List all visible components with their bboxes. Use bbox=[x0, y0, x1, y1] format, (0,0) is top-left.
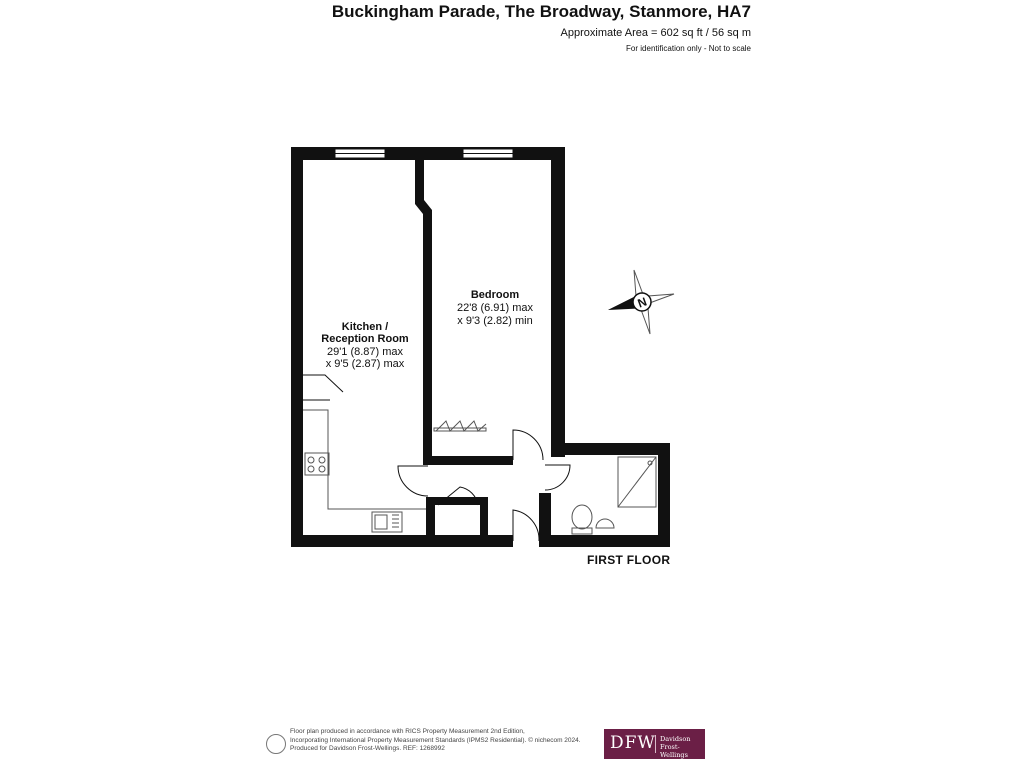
logo-name-2: Frost-Wellings bbox=[660, 743, 688, 759]
wall-bottom-left bbox=[291, 535, 513, 547]
wall-bedroom-bottom bbox=[423, 456, 513, 465]
wall-left bbox=[291, 147, 303, 547]
floor-label: FIRST FLOOR bbox=[587, 553, 671, 567]
info-person-icon bbox=[266, 734, 286, 754]
kitchen-units bbox=[303, 409, 426, 533]
footer-note: Floor plan produced in accordance with R… bbox=[290, 728, 590, 754]
wall-bathroom-right bbox=[658, 443, 670, 547]
footer-line-3: Produced for Davidson Frost-Wellings. RE… bbox=[290, 745, 445, 752]
logo-name-1: Davidson bbox=[660, 735, 691, 743]
kitchen-name-1: Kitchen / bbox=[342, 321, 388, 333]
door-bathroom bbox=[544, 464, 571, 491]
wall-right-bedroom bbox=[551, 147, 565, 457]
doors bbox=[303, 374, 571, 542]
wall-bottom-right bbox=[539, 535, 670, 547]
kitchen-dim-1: 29'1 (8.87) max bbox=[327, 346, 404, 358]
door-cupboard bbox=[437, 486, 479, 506]
hob-icon bbox=[304, 452, 330, 476]
door-bedroom bbox=[512, 429, 544, 461]
bedroom-dim-1: 22'8 (6.91) max bbox=[457, 302, 534, 314]
wall-cupboard-left bbox=[426, 497, 435, 537]
scale-note: For identification only - Not to scale bbox=[626, 44, 751, 53]
page-title: Buckingham Parade, The Broadway, Stanmor… bbox=[331, 2, 751, 21]
wall-top bbox=[291, 147, 565, 160]
compass-icon: N bbox=[608, 269, 675, 335]
kitchen-dim-2: x 9'5 (2.87) max bbox=[326, 358, 405, 370]
bedroom-name: Bedroom bbox=[471, 289, 520, 301]
wall-bathroom-top bbox=[551, 443, 670, 455]
approximate-area: Approximate Area = 602 sq ft / 56 sq m bbox=[560, 27, 751, 39]
wall-bathroom-left bbox=[539, 493, 551, 547]
windows bbox=[334, 148, 514, 159]
shower-icon bbox=[617, 456, 657, 508]
door-kitchen-cupboard bbox=[303, 374, 344, 401]
footer-line-1: Floor plan produced in accordance with R… bbox=[290, 728, 525, 735]
logo-name: Davidson Frost-Wellings bbox=[660, 735, 704, 759]
sink-icon bbox=[371, 511, 403, 533]
door-kitchen bbox=[397, 465, 429, 497]
door-entrance bbox=[512, 509, 540, 542]
logo-mark: DFW bbox=[610, 733, 656, 753]
wall-partition bbox=[415, 160, 432, 460]
kitchen-name-2: Reception Room bbox=[321, 333, 409, 345]
footer-line-2: Incorporating International Property Mea… bbox=[290, 736, 581, 744]
agency-logo: DFW Davidson Frost-Wellings bbox=[604, 729, 705, 759]
bedroom-dim-2: x 9'3 (2.82) min bbox=[457, 315, 532, 327]
logo-divider bbox=[655, 735, 656, 753]
bathroom-fixtures bbox=[571, 456, 657, 535]
toilet-icon bbox=[571, 504, 593, 530]
wall-cupboard-top bbox=[426, 497, 486, 505]
wardrobe bbox=[433, 420, 487, 432]
basin-icon bbox=[595, 518, 615, 529]
wall-cupboard-right bbox=[480, 497, 488, 537]
